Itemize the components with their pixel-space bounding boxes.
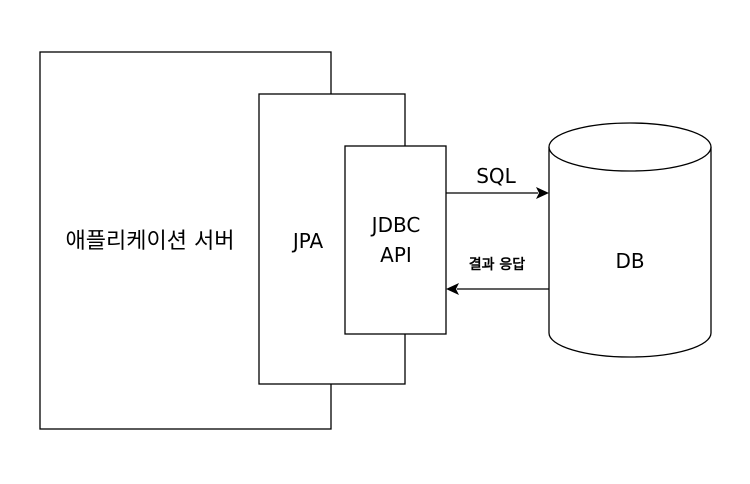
- response-arrowhead: [446, 283, 459, 295]
- response-edge-label: 결과 응답: [469, 256, 526, 273]
- sql-edge: SQL: [446, 164, 549, 199]
- jpa-label: JPA: [291, 229, 324, 253]
- db-cylinder-top: [548, 122, 712, 172]
- jdbc-api-node: JDBC API: [344, 145, 447, 335]
- sql-arrowhead: [536, 187, 549, 199]
- jdbc-api-box: [344, 145, 447, 335]
- sql-edge-label: SQL: [476, 164, 516, 188]
- app-server-label: 애플리케이션 서버: [66, 229, 235, 254]
- jdbc-api-label-line2: API: [380, 243, 412, 267]
- jdbc-api-label-line1: JDBC: [370, 213, 421, 237]
- response-edge: 결과 응답: [446, 256, 549, 295]
- db-node: DB: [548, 122, 712, 358]
- db-label: DB: [615, 249, 644, 273]
- db-cylinder-body: [548, 147, 712, 358]
